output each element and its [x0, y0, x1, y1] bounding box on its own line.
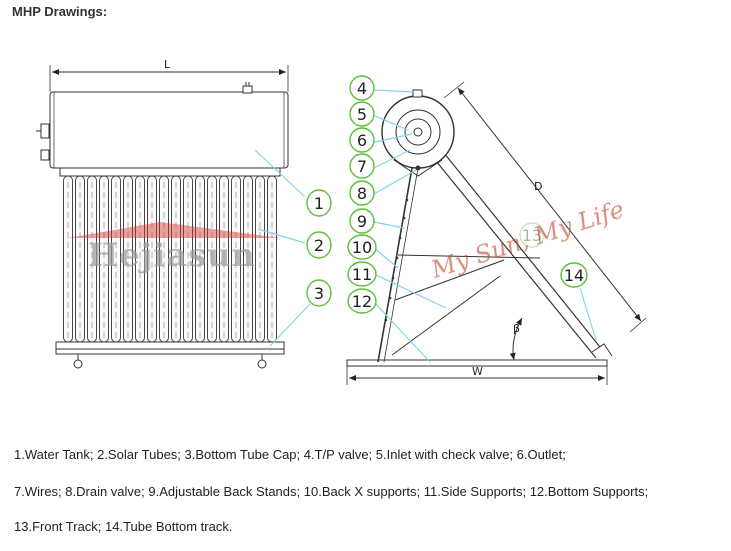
callout-1: 1	[306, 189, 332, 217]
callout-11: 11	[347, 261, 377, 287]
svg-text:14: 14	[564, 266, 584, 285]
svg-text:2: 2	[314, 236, 324, 255]
callout-7: 7	[349, 153, 375, 179]
side-callouts: 4 5 6 7 8 9 10 11	[347, 75, 597, 363]
callout-8: 8	[349, 180, 375, 206]
callout-6: 6	[349, 127, 375, 153]
angle-arc	[509, 317, 523, 361]
front-feet	[73, 354, 267, 369]
width-dimension-label: W	[472, 365, 483, 378]
length-dimension-label: L	[164, 58, 171, 71]
svg-text:1: 1	[314, 194, 324, 213]
front-view: L	[36, 58, 289, 369]
brand-watermark-text: Hejiasun	[88, 236, 256, 274]
svg-text:9: 9	[357, 212, 367, 231]
diagonal-dimension-line	[457, 87, 642, 322]
front-callouts: 1 2 3	[254, 149, 332, 347]
svg-text:5: 5	[357, 105, 367, 124]
callout-5: 5	[349, 101, 375, 127]
brand-watermark: Hejiasun	[68, 222, 280, 274]
bottom-support-frame	[346, 359, 608, 367]
section-heading: MHP Drawings:	[12, 4, 108, 19]
svg-text:12: 12	[352, 292, 372, 311]
legend-line-2: 7.Wires; 8.Drain valve; 9.Adjustable Bac…	[14, 484, 649, 499]
side-tp-valve	[412, 89, 423, 98]
legend-line-3: 13.Front Track; 14.Tube Bottom track.	[14, 519, 233, 534]
callout-3: 3	[306, 279, 332, 307]
svg-text:3: 3	[314, 284, 324, 303]
svg-text:11: 11	[352, 265, 372, 284]
callout-10: 10	[347, 234, 377, 260]
callout-13: 13	[519, 222, 545, 248]
callout-14: 14	[560, 262, 588, 288]
bottom-tube-track	[55, 341, 285, 350]
stand-adjust-holes	[384, 198, 409, 322]
water-tank	[49, 91, 289, 169]
angle-label: β	[513, 322, 520, 335]
svg-text:7: 7	[357, 157, 367, 176]
svg-text:13: 13	[522, 226, 542, 245]
tp-valve-icon	[242, 82, 253, 94]
top-manifold	[59, 167, 281, 177]
bottom-rail	[55, 348, 285, 355]
side-view: W D β	[346, 81, 647, 385]
technical-drawing: L Hejia	[36, 58, 647, 385]
svg-text:8: 8	[357, 184, 367, 203]
diagonal-dimension-label: D	[534, 180, 542, 193]
svg-text:4: 4	[357, 79, 367, 98]
svg-text:10: 10	[352, 238, 372, 257]
svg-text:6: 6	[357, 131, 367, 150]
back-x-support	[391, 275, 501, 356]
callout-4: 4	[349, 75, 375, 101]
callout-2: 2	[306, 231, 332, 259]
callout-9: 9	[349, 208, 375, 234]
callout-12: 12	[347, 288, 377, 314]
legend-line-1: 1.Water Tank; 2.Solar Tubes; 3.Bottom Tu…	[14, 447, 566, 462]
side-fittings	[36, 123, 50, 161]
